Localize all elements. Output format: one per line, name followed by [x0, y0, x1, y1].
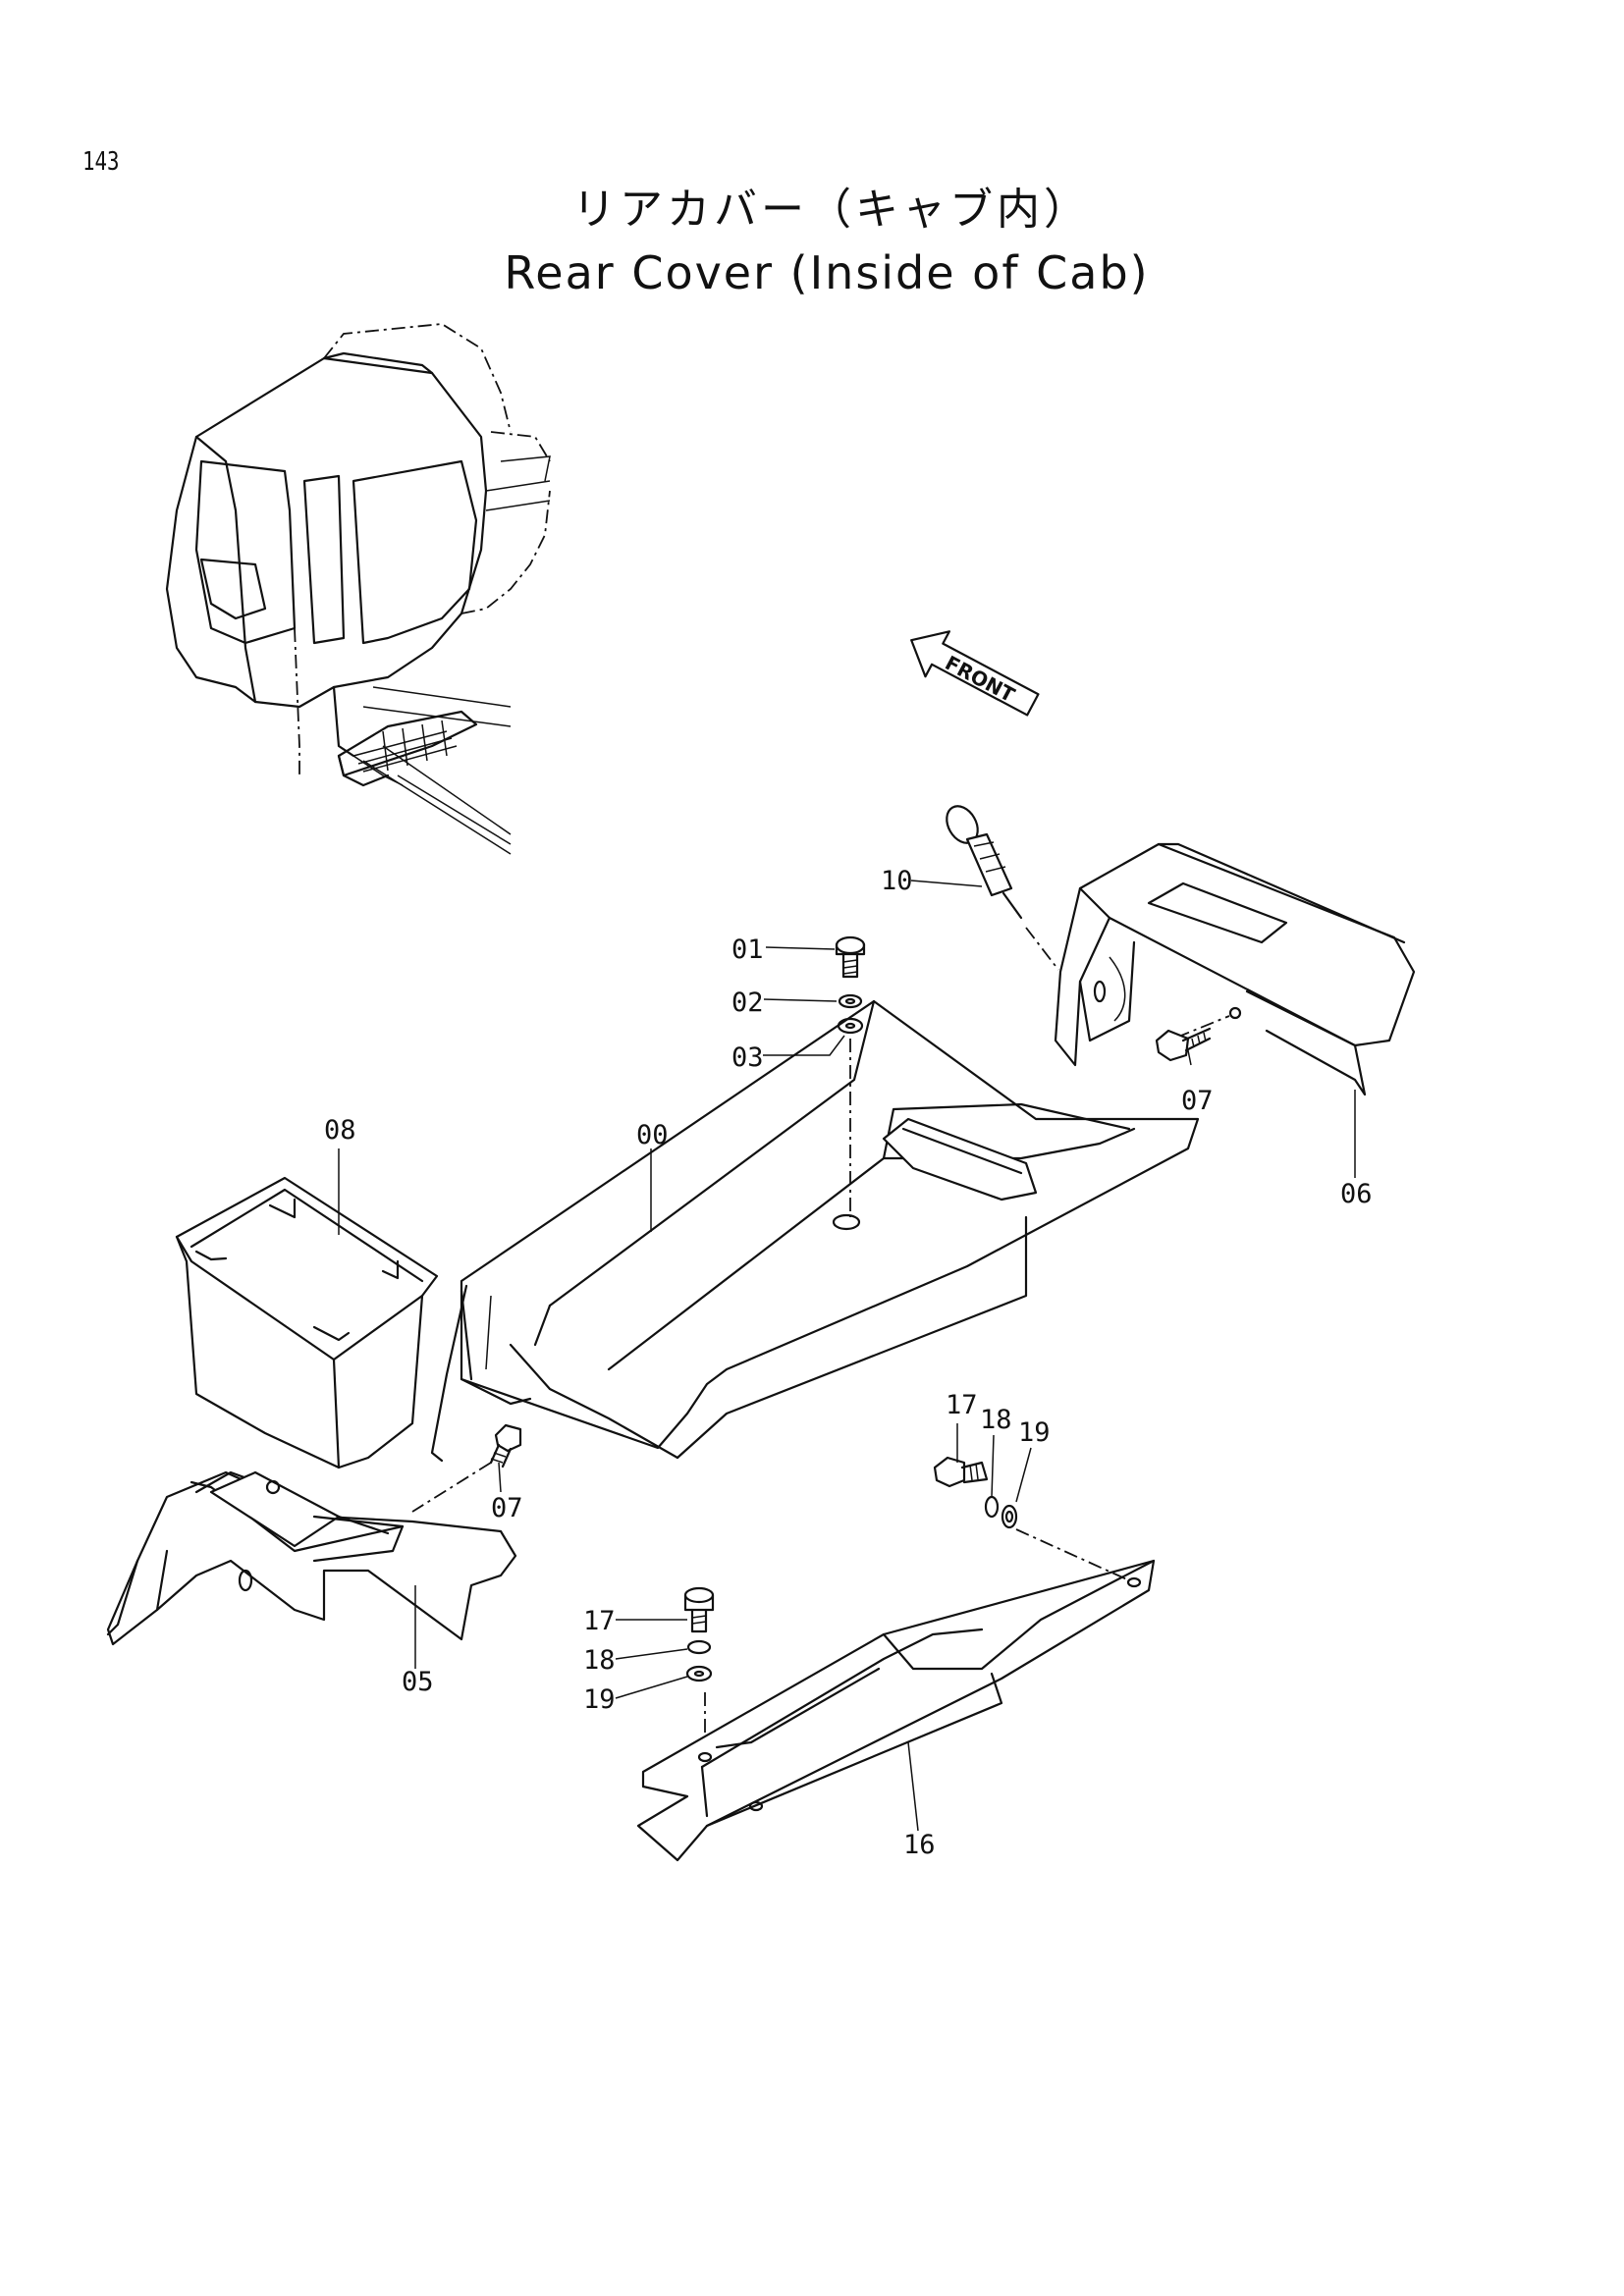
part-05-left-cover — [106, 1470, 517, 1646]
callout-18-right: 18 — [980, 1405, 1012, 1435]
part-08-box — [175, 1176, 439, 1469]
part-01-03-screw-washers — [835, 935, 866, 1217]
part-07-bolt-right — [1155, 1027, 1212, 1062]
callout-00: 00 — [636, 1120, 669, 1150]
part-00-main-tray — [430, 999, 1200, 1463]
part-07-bolt-left — [411, 1423, 522, 1513]
leader-lines — [338, 880, 1356, 1832]
part-17-19-fasteners-left — [683, 1586, 715, 1682]
part-17-19-fasteners-right — [933, 1456, 1018, 1529]
callout-02: 02 — [731, 988, 764, 1018]
page-number: 143 — [82, 147, 120, 177]
title-japanese: リアカバー（キャブ内） — [572, 185, 1091, 235]
callout-07-left: 07 — [491, 1493, 523, 1523]
callout-08: 08 — [324, 1115, 356, 1146]
callout-labels: 10 01 02 03 00 08 07 06 07 05 17 18 19 1… — [324, 866, 1373, 1860]
part-06-right-cover — [1054, 842, 1416, 1096]
callout-18-left: 18 — [583, 1645, 616, 1676]
front-direction-arrow: FRONT — [910, 630, 1040, 717]
callout-03: 03 — [731, 1042, 764, 1073]
title-english: Rear Cover (Inside of Cab) — [504, 246, 1150, 299]
title-block: リアカバー（キャブ内） Rear Cover (Inside of Cab) — [0, 183, 1624, 302]
callout-07-right: 07 — [1181, 1086, 1214, 1116]
callout-19-left: 19 — [583, 1684, 616, 1715]
cab-overview-illustration — [165, 323, 551, 855]
callout-17-right: 17 — [946, 1390, 978, 1420]
callout-16: 16 — [903, 1830, 936, 1860]
callout-01: 01 — [731, 934, 764, 965]
callout-06: 06 — [1340, 1179, 1373, 1209]
part-10-plug — [946, 805, 1059, 971]
callout-17-left: 17 — [583, 1606, 616, 1636]
callout-05: 05 — [402, 1667, 434, 1697]
part-16-bracket-plate — [636, 1528, 1156, 1862]
callout-19-right: 19 — [1018, 1417, 1051, 1448]
callout-10: 10 — [881, 866, 913, 896]
